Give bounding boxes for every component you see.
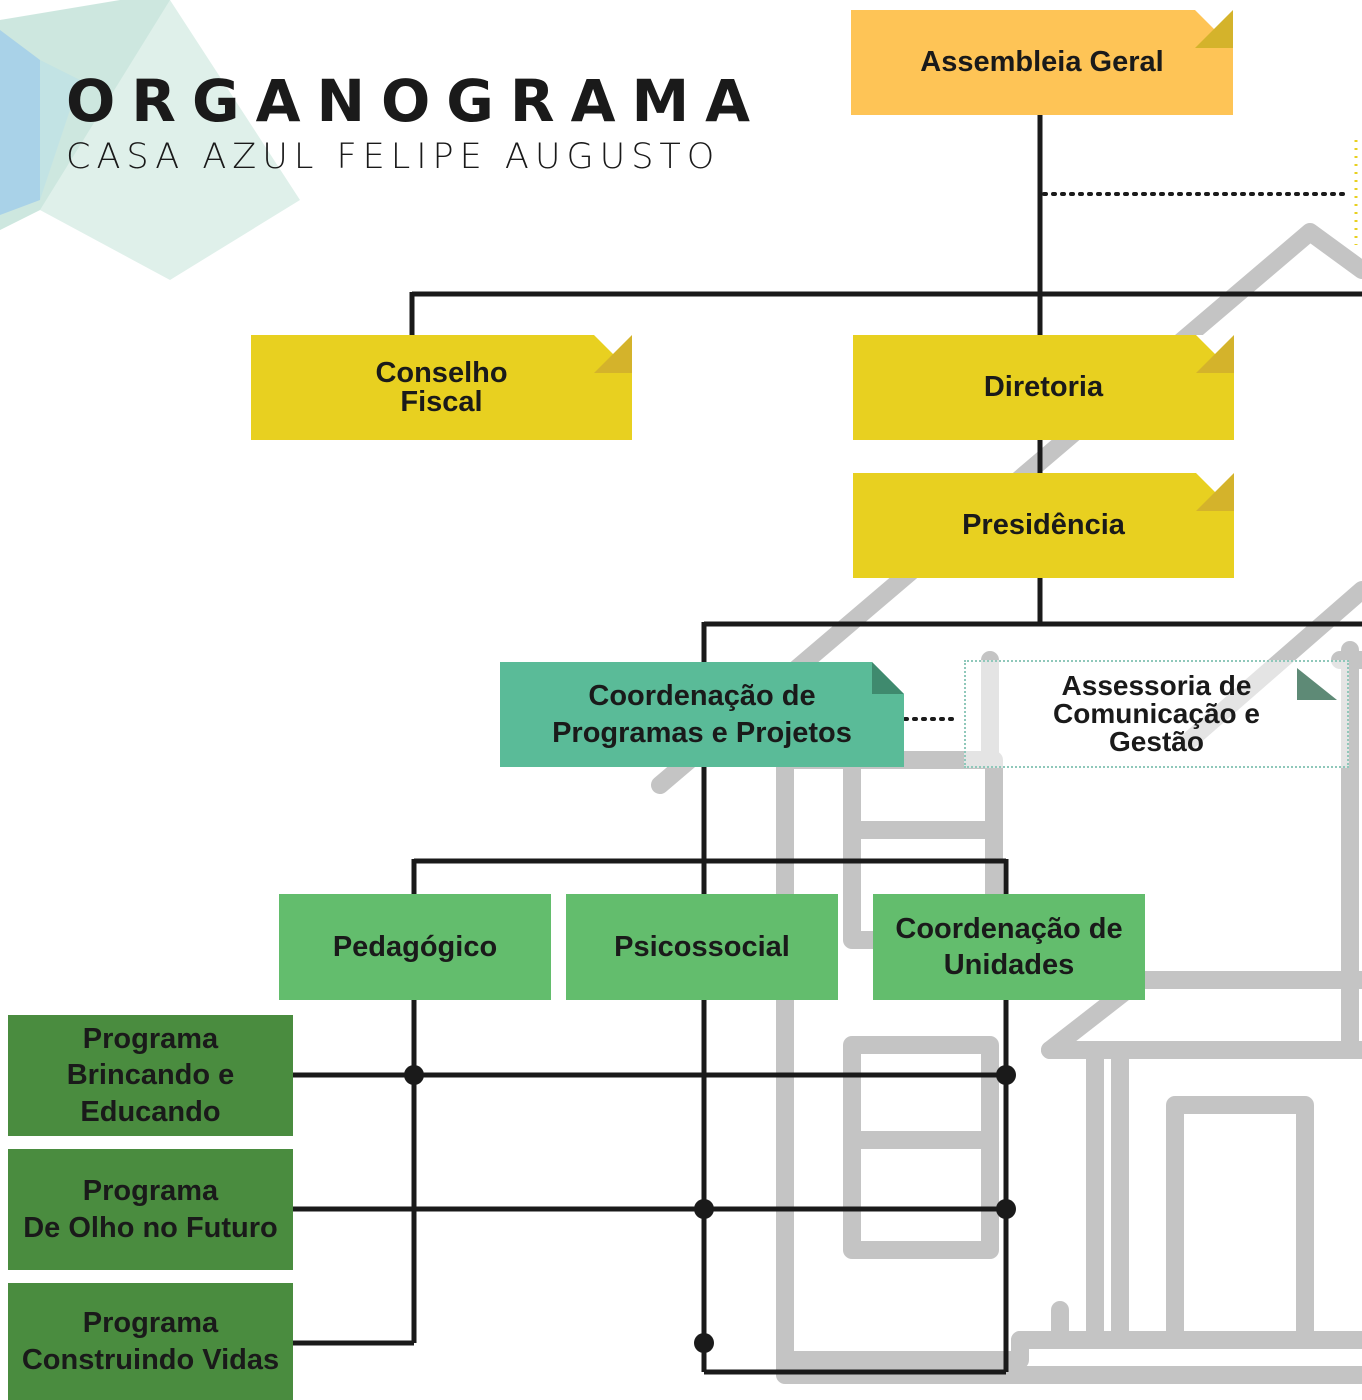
node-label-line1: Coordenação de bbox=[895, 912, 1123, 945]
node-label-line1: Assessoria de bbox=[1061, 670, 1252, 701]
page-title: ORGANOGRAMA bbox=[66, 67, 767, 135]
node-label-line2: De Olho no Futuro bbox=[23, 1211, 278, 1244]
corner-fold bbox=[872, 662, 904, 694]
node-label-line2: Unidades bbox=[943, 949, 1075, 981]
node-programa-brincando-educando: Programa Brincando e Educando bbox=[8, 1015, 293, 1136]
node-label-line1: Conselho bbox=[375, 356, 508, 389]
node-label-line1: Programa bbox=[82, 1175, 219, 1208]
node-label-line1: Coordenação de bbox=[588, 680, 816, 713]
node-label: Psicossocial bbox=[614, 930, 790, 963]
node-label-line2: Fiscal bbox=[400, 385, 483, 418]
corner-fold bbox=[594, 335, 632, 373]
corner-fold bbox=[1195, 10, 1233, 48]
page-subtitle: CASA AZUL FELIPE AUGUSTO bbox=[66, 137, 721, 177]
node-label: Diretoria bbox=[983, 371, 1104, 403]
node-psicossocial: Psicossocial bbox=[566, 894, 838, 1000]
node-label: Assembleia Geral bbox=[920, 46, 1164, 78]
node-conselho-fiscal: Conselho Fiscal bbox=[251, 335, 632, 440]
corner-fold bbox=[1196, 473, 1234, 511]
node-label: Presidência bbox=[962, 509, 1125, 541]
junction-dots bbox=[404, 1065, 1016, 1353]
node-programa-construindo-vidas: Programa Construindo Vidas bbox=[8, 1283, 293, 1400]
corner-fold bbox=[1297, 668, 1337, 700]
node-coordenacao-unidades: Coordenação de Unidades bbox=[873, 894, 1145, 1000]
node-diretoria: Diretoria bbox=[853, 335, 1234, 440]
node-label-line2: Comunicação e bbox=[1053, 698, 1260, 729]
node-label-line3: Gestão bbox=[1109, 726, 1204, 757]
node-coordenacao-programas: Coordenação de Programas e Projetos bbox=[500, 662, 904, 767]
node-label-line2: Brincando e bbox=[66, 1059, 235, 1092]
node-pedagogico: Pedagógico bbox=[279, 894, 551, 1000]
node-label-line1: Programa bbox=[82, 1023, 219, 1056]
node-assessoria: Assessoria de Comunicação e Gestão bbox=[964, 660, 1349, 768]
node-label-line2: Programas e Projetos bbox=[552, 716, 852, 749]
node-programa-de-olho-no-futuro: Programa De Olho no Futuro bbox=[8, 1149, 293, 1270]
hexagon-decoration bbox=[0, 0, 300, 280]
node-assembleia-geral: Assembleia Geral bbox=[851, 10, 1233, 115]
dotted-connectors bbox=[903, 192, 1347, 721]
node-label-line2: Construindo Vidas bbox=[21, 1343, 280, 1376]
node-label-line3: Educando bbox=[80, 1095, 221, 1128]
node-label: Pedagógico bbox=[332, 930, 498, 963]
node-label-line1: Programa bbox=[82, 1307, 219, 1340]
node-presidencia: Presidência bbox=[853, 473, 1234, 578]
corner-fold bbox=[1196, 335, 1234, 373]
